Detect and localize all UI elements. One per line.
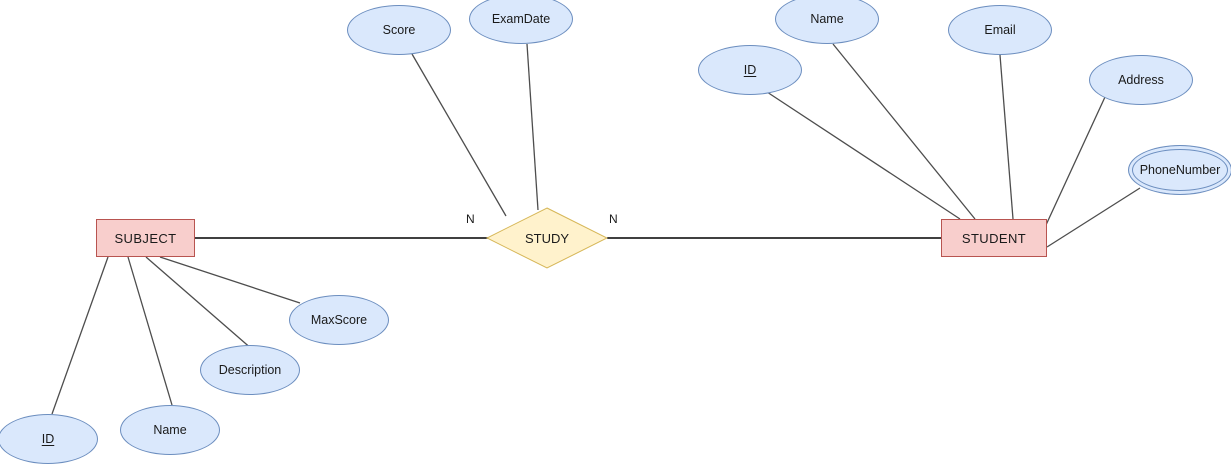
connector-subdesc-subject	[145, 256, 254, 351]
connector-stuemail-student	[999, 54, 1014, 220]
connector-stuid-student	[766, 91, 961, 220]
attribute-sub-max[interactable]: MaxScore	[289, 295, 389, 345]
attribute-stu-address[interactable]: Address	[1089, 55, 1193, 105]
attribute-label-stu-name: Name	[810, 12, 844, 26]
connector-subid-subject	[51, 256, 109, 415]
connector-examdate-study	[526, 43, 539, 211]
attribute-label-stu-id: ID	[743, 63, 757, 77]
attribute-examdate[interactable]: ExamDate	[469, 0, 573, 44]
attribute-label-examdate: ExamDate	[491, 12, 551, 26]
entity-label-student: STUDENT	[961, 230, 1027, 246]
connector-stuname-student	[832, 43, 976, 220]
connector-score-study	[411, 53, 507, 217]
connector-stuaddr-student	[1039, 96, 1106, 239]
connector-submax-subject	[159, 256, 301, 304]
attribute-label-sub-desc: Description	[218, 363, 282, 377]
attribute-label-sub-max: MaxScore	[310, 313, 368, 327]
cardinality-card-right: N	[609, 212, 618, 226]
entity-subject[interactable]: SUBJECT	[96, 219, 195, 257]
relationship-shape-study	[486, 207, 608, 269]
connector-stuphone-student	[1046, 187, 1141, 248]
attribute-sub-id[interactable]: ID	[0, 414, 98, 464]
cardinality-card-left: N	[466, 212, 475, 226]
entity-label-subject: SUBJECT	[114, 230, 177, 246]
attribute-label-stu-phone: PhoneNumber	[1139, 163, 1221, 177]
attribute-sub-desc[interactable]: Description	[200, 345, 300, 395]
attribute-label-sub-id: ID	[41, 432, 55, 446]
attribute-stu-email[interactable]: Email	[948, 5, 1052, 55]
attribute-stu-name[interactable]: Name	[775, 0, 879, 44]
attribute-label-score: Score	[382, 23, 416, 37]
attribute-label-stu-email: Email	[984, 23, 1016, 37]
attribute-score[interactable]: Score	[347, 5, 451, 55]
attribute-stu-id[interactable]: ID	[698, 45, 802, 95]
attribute-label-stu-address: Address	[1118, 73, 1164, 87]
attribute-stu-phone[interactable]: PhoneNumber	[1128, 145, 1231, 195]
entity-student[interactable]: STUDENT	[941, 219, 1047, 257]
connector-subname-subject	[127, 256, 173, 406]
attribute-sub-name[interactable]: Name	[120, 405, 220, 455]
attribute-label-sub-name: Name	[153, 423, 187, 437]
